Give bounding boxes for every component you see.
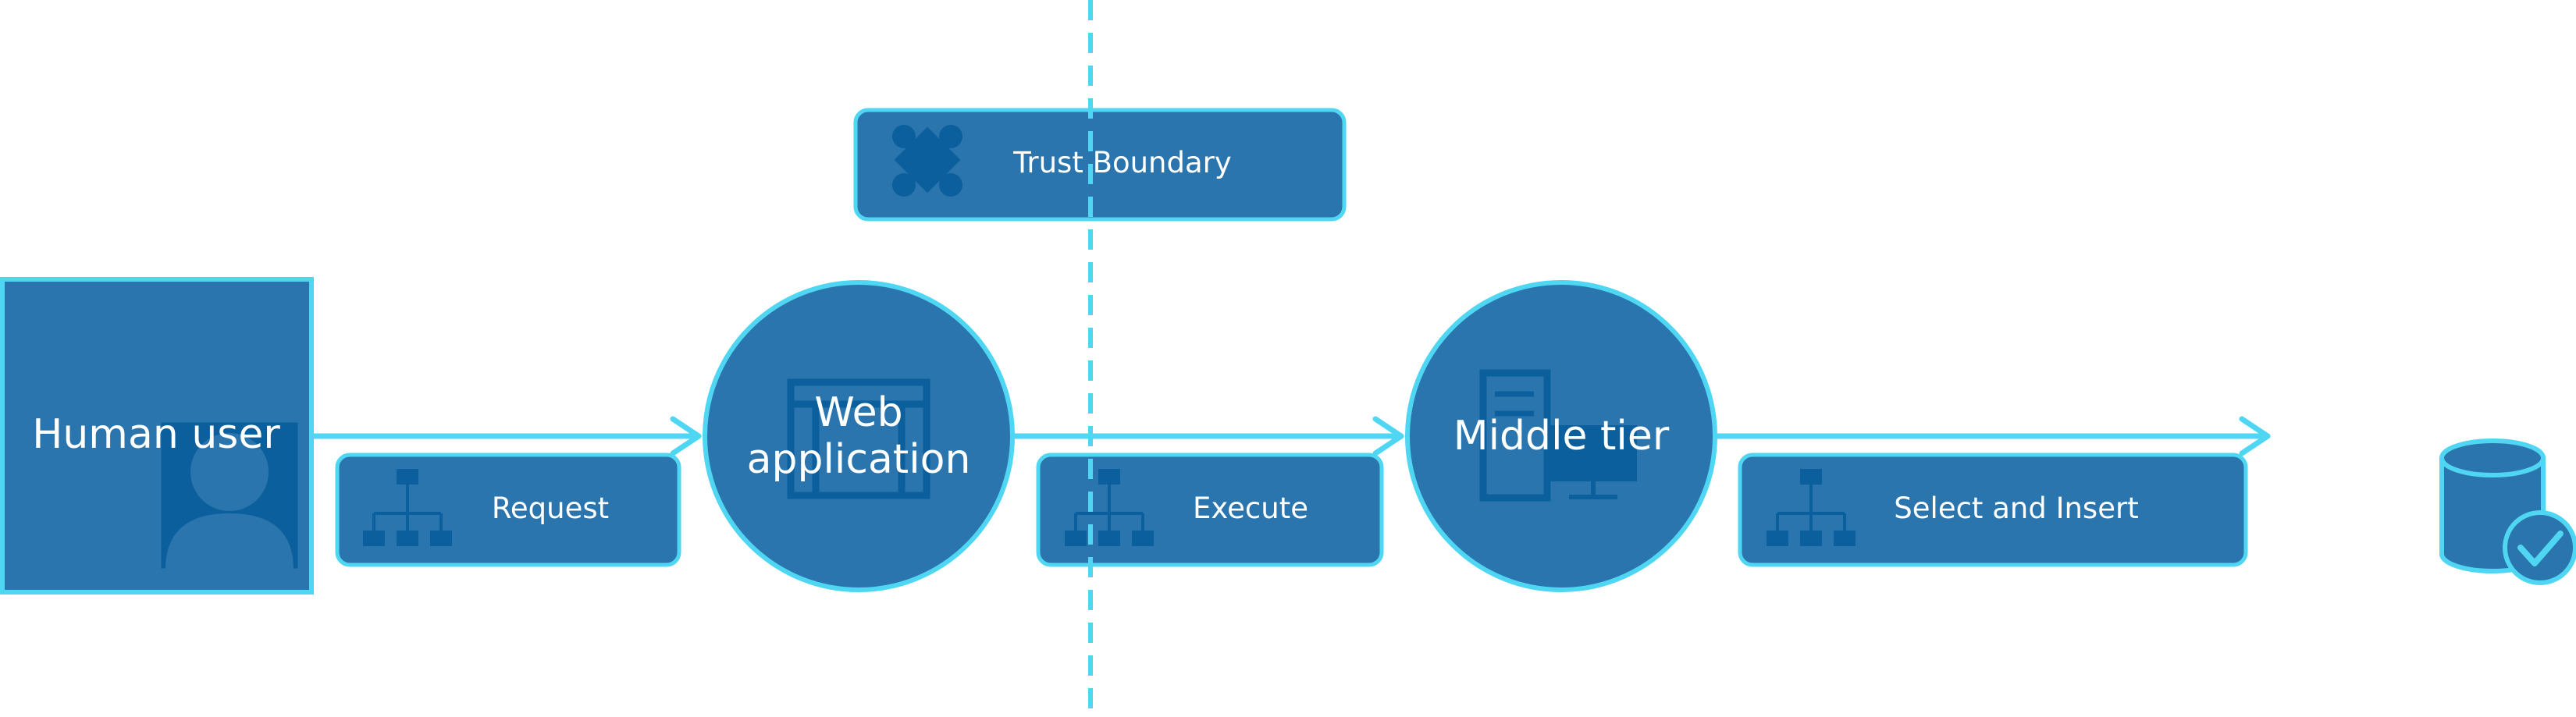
select-insert-label: Select and Insert <box>1894 492 2138 525</box>
puzzle-icon <box>892 125 962 197</box>
execute-flow-box[interactable]: Execute <box>1036 453 1384 567</box>
arrow-select-insert <box>1713 416 2271 456</box>
middle-tier-label: Middle tier <box>1453 413 1670 460</box>
hierarchy-icon <box>1065 469 1154 546</box>
hierarchy-icon <box>1767 469 1856 546</box>
human-user-label: Human user <box>32 411 280 458</box>
web-application-label-line1: Web <box>814 389 902 436</box>
web-application-node[interactable]: Web application <box>703 280 1015 592</box>
web-application-label-line2: application <box>747 436 971 483</box>
web-page-icon <box>787 378 930 499</box>
database-node[interactable] <box>2439 438 2576 585</box>
select-insert-flow-box[interactable]: Select and Insert <box>1738 453 2248 567</box>
arrow-execute <box>1012 416 1404 456</box>
person-icon <box>158 420 301 571</box>
trust-boundary-label: Trust Boundary <box>1012 146 1232 179</box>
request-flow-box[interactable]: Request <box>335 453 681 567</box>
request-label: Request <box>492 492 609 525</box>
trust-boundary-box[interactable]: Trust Boundary <box>853 108 1347 222</box>
database-check-icon <box>2439 438 2576 585</box>
execute-label: Execute <box>1193 492 1308 525</box>
flow-arrows <box>309 416 2271 456</box>
hierarchy-icon <box>363 469 452 546</box>
middle-tier-node[interactable]: Middle tier <box>1405 280 1717 592</box>
arrow-request <box>309 416 702 456</box>
human-user-node[interactable]: Human user <box>0 277 314 595</box>
server-computer-icon <box>1479 369 1637 502</box>
